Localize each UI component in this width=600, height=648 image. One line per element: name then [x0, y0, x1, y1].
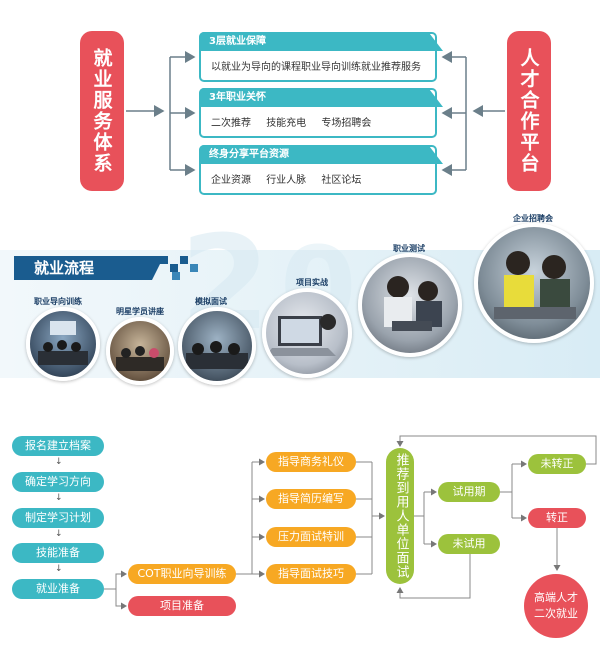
- interview-photo-icon: [186, 341, 248, 369]
- step-register-profile: 报名建立档案: [12, 436, 104, 456]
- stage-photo-career-test: [358, 253, 462, 357]
- guidance-stress-interview: 压力面试特训: [266, 527, 356, 547]
- guidance-interview-skills: 指导面试技巧: [266, 564, 356, 584]
- service-item: 专场招聘会: [321, 118, 372, 129]
- platform-connectors: [126, 51, 505, 176]
- decorative-square: [160, 256, 168, 264]
- talent-cooperation-platform-label: 人才合作平台: [507, 31, 551, 191]
- status-not-regular: 未转正: [528, 454, 586, 474]
- test-photo-icon: [384, 276, 442, 331]
- guidance-resume-writing: 指导简历编写: [266, 489, 356, 509]
- service-item: 技能充电: [266, 118, 307, 129]
- arrow-down-icon: ↓: [55, 529, 63, 539]
- arrow-down-icon: ↓: [55, 457, 63, 467]
- result-line: 高端人才: [534, 591, 578, 604]
- arrow-down-icon: ↓: [55, 564, 63, 574]
- stage-label: 模拟面试: [195, 297, 227, 306]
- status-no-trial: 未试用: [438, 534, 500, 554]
- step-project-preparation: 项目准备: [128, 596, 236, 616]
- service-item: 二次推荐: [211, 118, 251, 129]
- stage-photo-career-training: [26, 307, 100, 381]
- status-trial-period: 试用期: [438, 482, 500, 502]
- arrow-right-icon: [115, 589, 127, 610]
- recommend-interview: 推荐到用人单位面试: [386, 448, 414, 584]
- stage-photo-job-fair: [474, 223, 594, 343]
- result-high-end-talent: 高端人才 二次就业: [524, 574, 588, 638]
- result-line: 二次就业: [534, 607, 578, 620]
- service-item: 行业人脉: [266, 175, 307, 186]
- service-card-body: 以就业为导向的课程职业导向训练就业推荐服务: [211, 58, 433, 73]
- stage-label: 项目实战: [296, 278, 328, 287]
- arrow-down-icon: ↓: [55, 493, 63, 503]
- stage-photo-project-practice: [262, 288, 352, 378]
- step-cot-training: COT职业向导训练: [128, 564, 236, 584]
- classroom-photo-icon: [38, 321, 88, 365]
- stage-photo-mock-interview: [178, 307, 256, 385]
- stage-label: 企业招聘会: [513, 214, 553, 223]
- arrow-up-icon: [396, 554, 471, 599]
- employment-flow-title: 就业流程: [14, 256, 164, 280]
- decorative-square: [180, 256, 188, 264]
- service-card-lifetime-resources: 终身分享平台资源 企业资源 行业人脉 社区论坛: [199, 145, 443, 195]
- stage-label: 职业导向训练: [34, 297, 82, 306]
- service-item: 社区论坛: [321, 175, 362, 186]
- arrow-right-icon: [104, 570, 127, 590]
- job-fair-photo-icon: [494, 251, 576, 319]
- decorative-square: [170, 264, 178, 272]
- step-make-study-plan: 制定学习计划: [12, 508, 104, 528]
- service-item: 企业资源: [211, 175, 251, 186]
- stage-label: 明星学员讲座: [116, 307, 164, 316]
- stage-photo-star-lecture: [106, 317, 174, 385]
- laptop-photo-icon: [266, 314, 336, 356]
- decorative-square: [172, 272, 180, 280]
- decorative-square: [190, 264, 198, 272]
- lecture-photo-icon: [116, 346, 164, 371]
- service-card-career-care: 3年职业关怀 二次推荐 技能充电 专场招聘会: [199, 88, 443, 138]
- service-card-title: 3层就业保障: [199, 32, 443, 51]
- step-determine-direction: 确定学习方向: [12, 472, 104, 492]
- arrow-down-icon: [396, 435, 597, 465]
- service-card-title: 3年职业关怀: [199, 88, 443, 107]
- service-card-title: 终身分享平台资源: [199, 145, 443, 164]
- service-card-body: 企业资源 行业人脉 社区论坛: [211, 171, 373, 186]
- service-item: 以就业为导向的课程职业导向训练就业推荐服务: [211, 62, 421, 73]
- stage-label: 职业测试: [393, 244, 425, 253]
- employment-service-system-label: 就业服务体系: [80, 31, 124, 191]
- service-card-guarantee: 3层就业保障 以就业为导向的课程职业导向训练就业推荐服务: [199, 32, 443, 82]
- guidance-business-etiquette: 指导商务礼仪: [266, 452, 356, 472]
- step-skill-preparation: 技能准备: [12, 543, 104, 563]
- status-regular: 转正: [528, 508, 586, 528]
- service-card-body: 二次推荐 技能充电 专场招聘会: [211, 114, 383, 129]
- step-job-preparation: 就业准备: [12, 579, 104, 599]
